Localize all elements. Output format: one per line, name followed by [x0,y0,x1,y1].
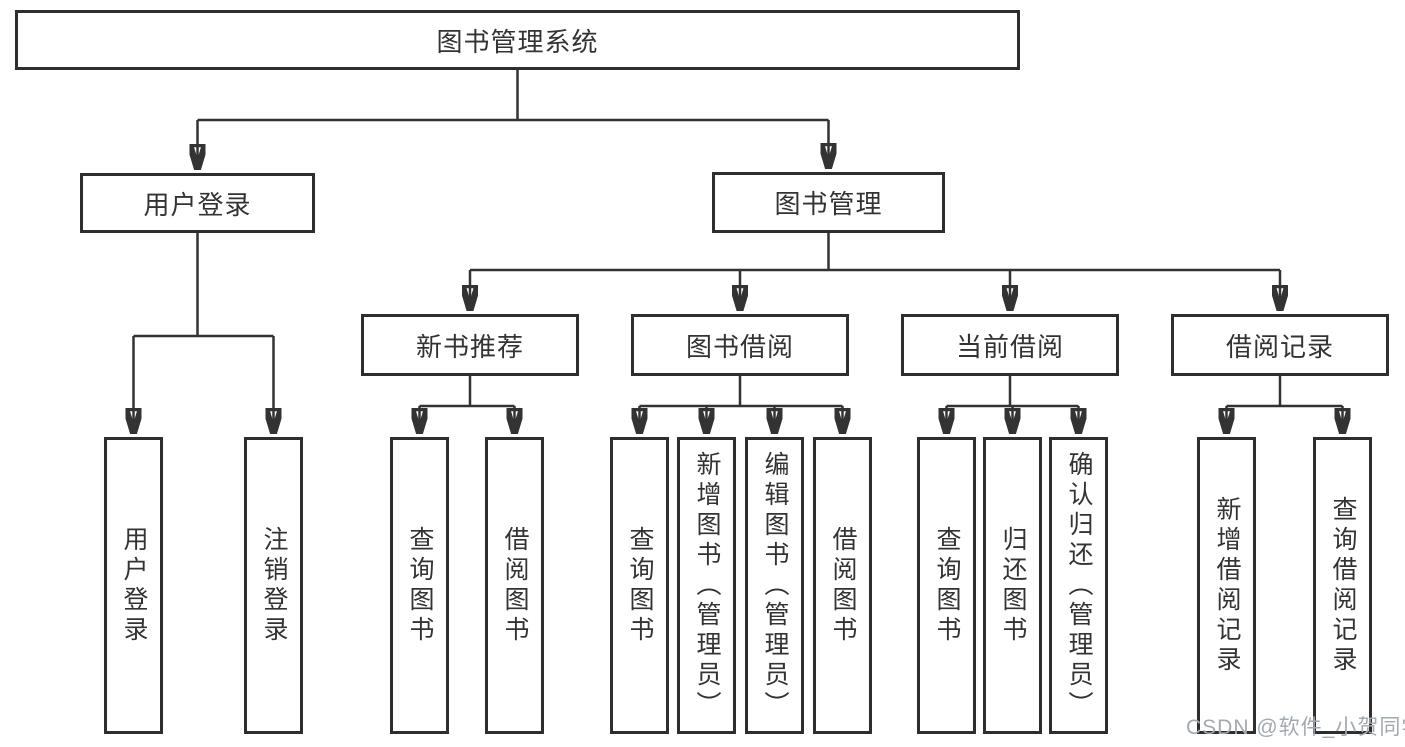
node-user-login: 用户登录 [80,173,315,233]
leaf-logout-login: 注销登录 [244,437,303,734]
leaf-return-books: 归还图书 [983,437,1042,734]
node-label: 新增借阅记录 [1213,495,1241,676]
leaf-query-books: 查询图书 [390,437,449,734]
node-label: 图书借阅 [685,331,794,362]
node-label: 归还图书 [999,525,1027,646]
node-label: 确认归还（管理员） [1065,450,1093,721]
node-label: 查询图书 [933,525,961,646]
node-new-book-recommend: 新书推荐 [361,314,579,376]
node-label: 查询借阅记录 [1329,495,1357,676]
node-label: 用户登录 [120,525,148,646]
node-label: 借阅图书 [829,525,857,646]
node-label: 图书管理 [774,189,883,219]
leaf-borrow-books: 借阅图书 [485,437,544,734]
node-label: 借阅图书 [501,525,529,646]
leaf-query-books: 查询图书 [917,437,976,734]
node-label: 注销登录 [260,525,288,646]
connector-records-children [1227,376,1343,434]
node-label: 查询图书 [626,525,654,646]
node-book-management: 图书管理 [712,172,945,233]
leaf-add-books-admin: 新增图书（管理员） [677,437,736,734]
node-label: 图书管理系统 [436,26,599,57]
connector-mgmt-to-level3 [470,233,1280,311]
node-book-borrow: 图书借阅 [631,314,849,376]
node-borrow-records: 借阅记录 [1171,314,1389,376]
node-label: 新书推荐 [415,331,524,362]
node-label: 查询图书 [406,525,434,646]
leaf-query-books: 查询图书 [610,437,669,734]
leaf-query-borrow-record: 查询借阅记录 [1313,437,1372,734]
node-label: 新增图书（管理员） [693,450,721,721]
connector-root-to-level2 [198,70,829,170]
node-label: 借阅记录 [1225,331,1334,362]
watermark: CSDN @软件_小贺同学 [1186,716,1405,739]
leaf-edit-books-admin: 编辑图书（管理员） [745,437,804,734]
node-current-borrow: 当前借阅 [901,314,1119,376]
leaf-borrow-books: 借阅图书 [813,437,872,734]
connector-current-children [947,376,1079,434]
node-library-system: 图书管理系统 [15,10,1020,70]
leaf-confirm-return-admin: 确认归还（管理员） [1049,437,1108,734]
node-label: 当前借阅 [955,331,1064,362]
connector-newrec-children [420,376,515,434]
leaf-add-borrow-record: 新增借阅记录 [1197,437,1256,734]
connector-login-children [134,233,274,434]
node-label: 编辑图书（管理员） [761,450,789,721]
leaf-user-login: 用户登录 [104,437,163,734]
connector-borrow-children [640,376,843,434]
node-label: 用户登录 [143,189,252,220]
